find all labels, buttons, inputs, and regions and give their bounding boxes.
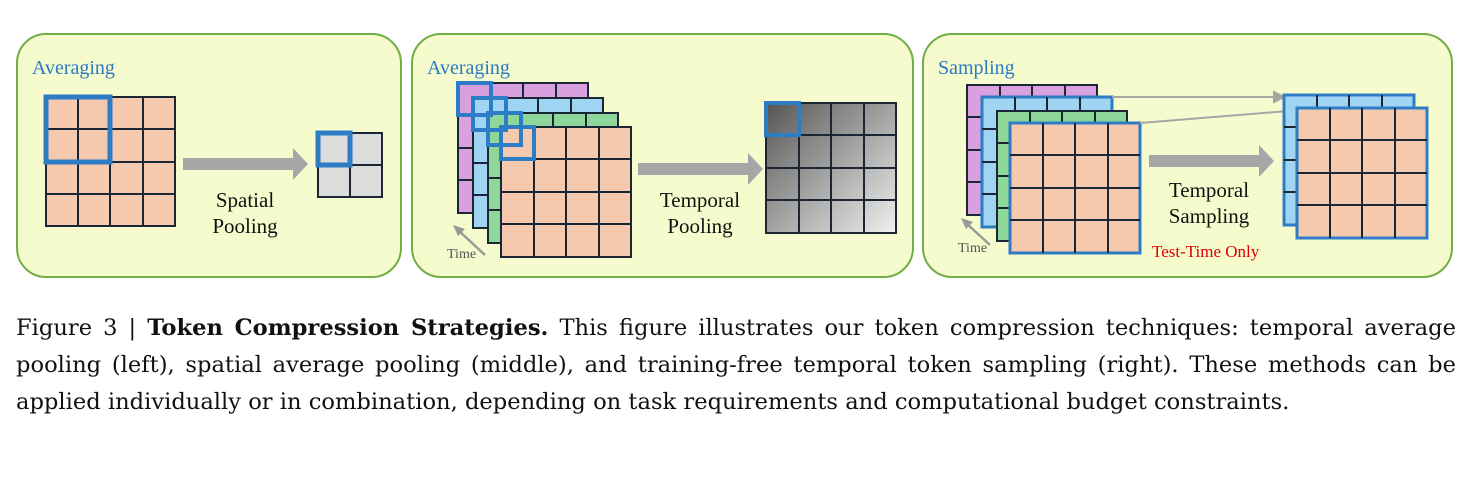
sampling-guide-lines	[1112, 90, 1300, 124]
panel-spatial-pooling: Averaging Spatial Pooling	[16, 33, 402, 278]
operation-line-1: Temporal	[659, 188, 741, 212]
operation-line-2: Sampling	[1168, 204, 1250, 228]
time-arrow-icon	[453, 225, 486, 256]
arrow-right-icon	[183, 148, 308, 180]
panel-label: Sampling	[938, 57, 1015, 79]
panel-temporal-sampling: Sampling Time Temporal Sampling Test-Tim…	[922, 33, 1453, 278]
panel-temporal-pooling: Averaging Time Temporal Pooling	[411, 33, 914, 278]
test-time-note: Test-Time Only	[1152, 242, 1260, 261]
operation-line-2: Pooling	[212, 214, 278, 238]
time-arrow-icon	[961, 218, 991, 246]
caption-title: Token Compression Strategies.	[147, 315, 549, 341]
caption-body: This figure illustrates our token compre…	[16, 315, 1456, 415]
arrow-right-icon	[1149, 145, 1274, 177]
figure-caption: Figure 3 | Token Compression Strategies.…	[16, 310, 1456, 421]
pooling-window	[43, 94, 113, 165]
time-label: Time	[958, 241, 988, 256]
operation-line-1: Spatial	[215, 188, 275, 212]
caption-prefix: Figure 3 |	[16, 315, 148, 341]
frame-front	[1008, 121, 1142, 255]
panel-label: Averaging	[427, 57, 510, 79]
pooling-window	[456, 81, 536, 161]
operation-label: Temporal Sampling	[1154, 177, 1264, 229]
token-grid	[43, 94, 176, 227]
panel-label: Averaging	[32, 57, 115, 79]
spatial-pooling-diagram	[43, 94, 383, 227]
arrow-right-icon	[638, 153, 763, 185]
sampled-frame-front	[1295, 106, 1429, 240]
operation-line-1: Temporal	[1168, 178, 1250, 202]
operation-line-2: Pooling	[667, 214, 733, 238]
temporal-sampling-diagram	[961, 84, 1429, 255]
operation-label: Temporal Pooling	[645, 187, 755, 239]
time-label: Time	[447, 247, 477, 262]
temporal-pooling-diagram	[453, 81, 897, 258]
frame-front	[500, 126, 632, 258]
pooled-grid	[764, 101, 897, 234]
operation-label: Spatial Pooling	[195, 187, 295, 239]
pooled-grid	[315, 130, 383, 198]
